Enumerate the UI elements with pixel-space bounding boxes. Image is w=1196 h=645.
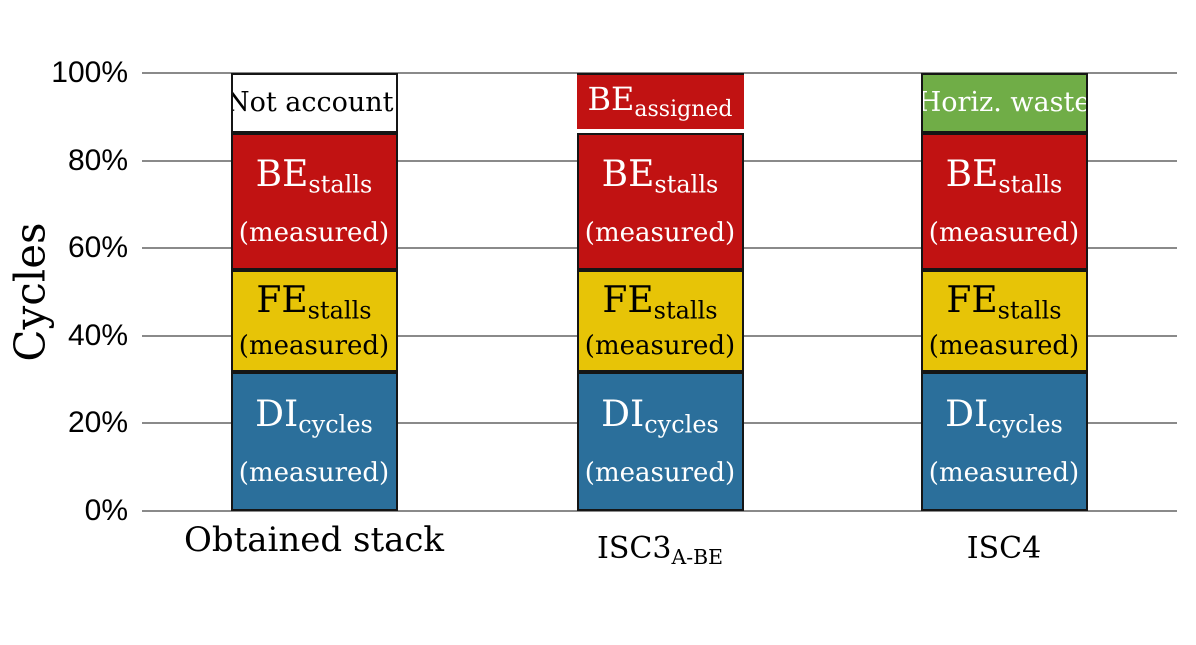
- segment-di-cycles: DIcycles (measured): [230, 371, 398, 511]
- segment-note-di-cycles: (measured): [238, 457, 390, 488]
- y-tick-label-40pct: 40%: [67, 318, 128, 352]
- segment-note-be-stalls: (measured): [584, 217, 736, 248]
- x-category-label-obtained-stack: Obtained stack: [183, 520, 445, 560]
- segment-horiz-waste: Horiz. waste: [920, 73, 1088, 133]
- y-tick-label-80pct: 80%: [67, 143, 128, 177]
- segment-label-be-stalls: BEstalls: [601, 154, 719, 200]
- segment-label-fe-stalls: FEstalls: [946, 279, 1062, 325]
- y-tick-label-60pct: 60%: [67, 231, 128, 265]
- segment-label-di-cycles: DIcycles: [255, 393, 373, 439]
- segment-di-cycles: DIcycles (measured): [920, 371, 1088, 511]
- segment-fe-stalls: FEstalls (measured): [576, 270, 744, 372]
- segment-note-be-stalls: (measured): [238, 217, 390, 248]
- segment-label-be-assigned: BEassigned: [587, 79, 733, 123]
- segment-note-fe-stalls: (measured): [928, 330, 1080, 361]
- segment-fe-stalls: FEstalls (measured): [230, 270, 398, 372]
- segment-note-fe-stalls: (measured): [584, 330, 736, 361]
- segment-label-be-stalls: BEstalls: [945, 154, 1063, 200]
- segment-not-accounted: Not account.: [230, 73, 398, 133]
- gridline-0pct: [142, 510, 1177, 512]
- segment-note-di-cycles: (measured): [928, 457, 1080, 488]
- segment-label-di-cycles: DIcycles: [945, 393, 1063, 439]
- segment-label-fe-stalls: FEstalls: [602, 279, 718, 325]
- segment-note-di-cycles: (measured): [584, 457, 736, 488]
- segment-fe-stalls: FEstalls (measured): [920, 270, 1088, 372]
- y-tick-label-0pct: 0%: [84, 494, 128, 527]
- segment-label-be-stalls: BEstalls: [255, 154, 373, 200]
- segment-di-cycles: DIcycles (measured): [576, 371, 744, 511]
- segment-label-horiz-waste: Horiz. waste: [920, 86, 1088, 118]
- segment-label-di-cycles: DIcycles: [601, 393, 719, 439]
- segment-be-stalls: BEstalls (measured): [576, 133, 744, 271]
- y-tick-label-20pct: 20%: [67, 406, 128, 440]
- x-category-label-isc3-a-be: ISC3A-BE: [597, 531, 723, 570]
- segment-note-fe-stalls: (measured): [238, 330, 390, 361]
- x-category-label-isc4: ISC4: [966, 531, 1042, 566]
- segment-label-not-accounted: Not account.: [230, 86, 398, 118]
- segment-be-assigned: BEassigned: [576, 73, 744, 133]
- y-tick-label-100pct: 100%: [51, 56, 128, 89]
- segment-note-be-stalls: (measured): [928, 217, 1080, 248]
- segment-label-fe-stalls: FEstalls: [256, 279, 372, 325]
- segment-be-stalls: BEstalls (measured): [920, 133, 1088, 271]
- segment-be-stalls: BEstalls (measured): [230, 133, 398, 271]
